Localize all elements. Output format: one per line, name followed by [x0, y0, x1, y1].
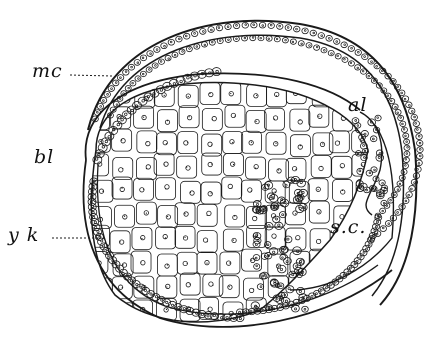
label-yk: y k — [8, 226, 39, 245]
label-al: al — [348, 96, 367, 115]
segmentation-cavity — [290, 112, 393, 290]
label-bl: bl — [34, 148, 54, 167]
blastoderm-wall — [83, 73, 392, 327]
label-sc: s.c. — [330, 218, 366, 237]
label-mc: mc — [32, 62, 63, 81]
